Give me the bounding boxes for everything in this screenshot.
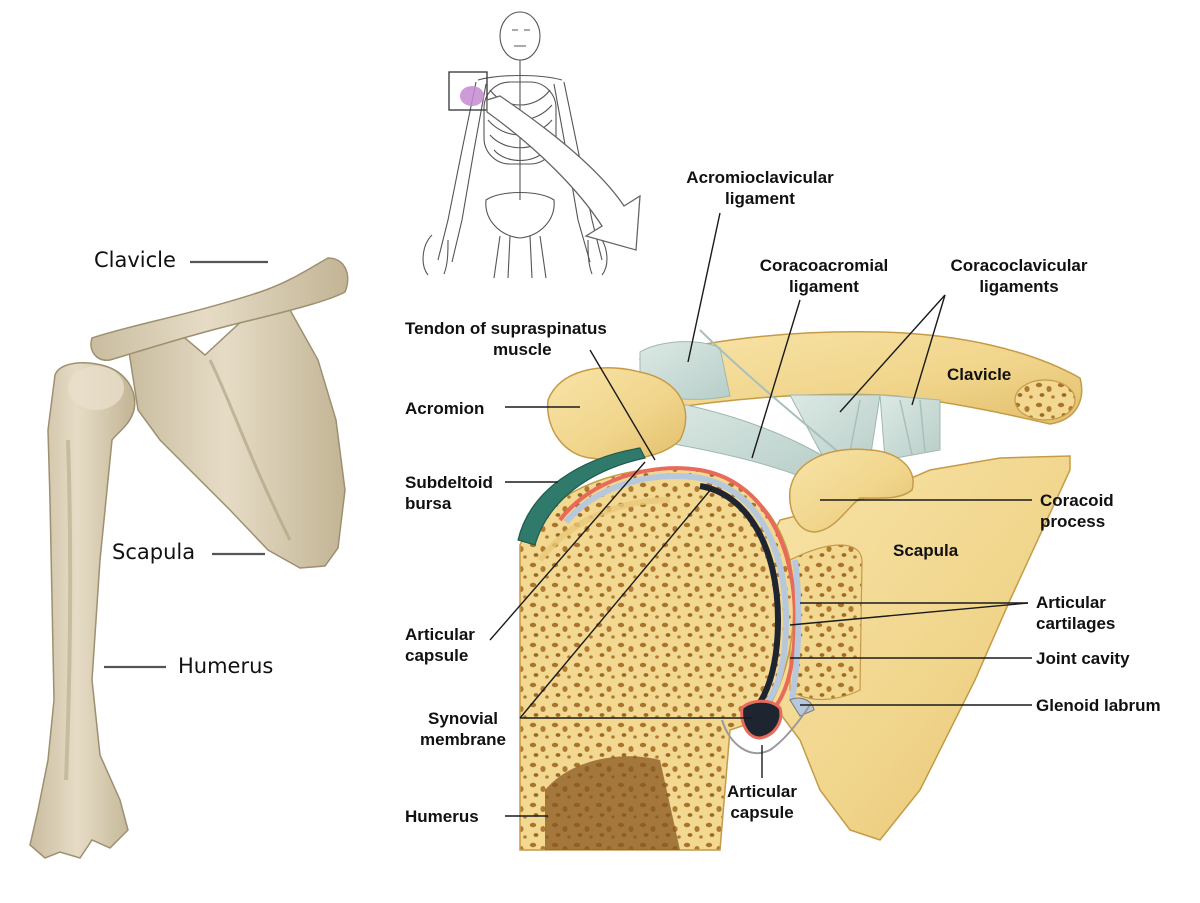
coracoid-illustration [789,448,914,533]
label-synovial-membrane: Synovial membrane [420,709,506,749]
label-articular-capsule-left: Articular capsule [405,625,475,665]
left-bone-photo [29,257,349,859]
humerus-bone [29,362,136,859]
acromion-illustration [547,367,687,461]
clavicle-bone [90,257,349,361]
label-supraspinatus-tendon: Tendon of supraspinatus muscle [405,319,607,359]
label-acromioclavicular-ligament: Acromioclavicular ligament [686,168,834,208]
label-coracoclavicular-ligaments: Coracoclavicular ligaments [950,256,1088,296]
label-humerus-left: Humerus [178,654,274,678]
label-scapula-right: Scapula [893,541,959,560]
label-acromion: Acromion [405,399,485,418]
subdeltoid-bursa [517,447,646,546]
label-joint-cavity: Joint cavity [1036,649,1130,668]
label-coracoacromial-ligament: Coracoacromial ligament [759,256,889,296]
joint-cavity [699,483,782,710]
label-subdeltoid-bursa: Subdeltoid bursa [405,473,493,513]
label-coracoid-process: Coracoid process [1040,491,1114,531]
label-glenoid-labrum: Glenoid labrum [1036,696,1161,715]
label-articular-cartilages: Articular cartilages [1036,593,1116,633]
joint-illustration [517,329,1083,851]
label-scapula-left: Scapula [112,540,196,564]
label-articular-capsule-bottom: Articular capsule [727,782,797,822]
right-leader-lines [489,212,1032,817]
scapula-bone [127,309,346,569]
label-clavicle-right: Clavicle [947,365,1012,384]
skeleton-thumbnail [422,11,641,279]
label-clavicle-left: Clavicle [94,248,176,272]
label-humerus-right: Humerus [405,807,479,826]
